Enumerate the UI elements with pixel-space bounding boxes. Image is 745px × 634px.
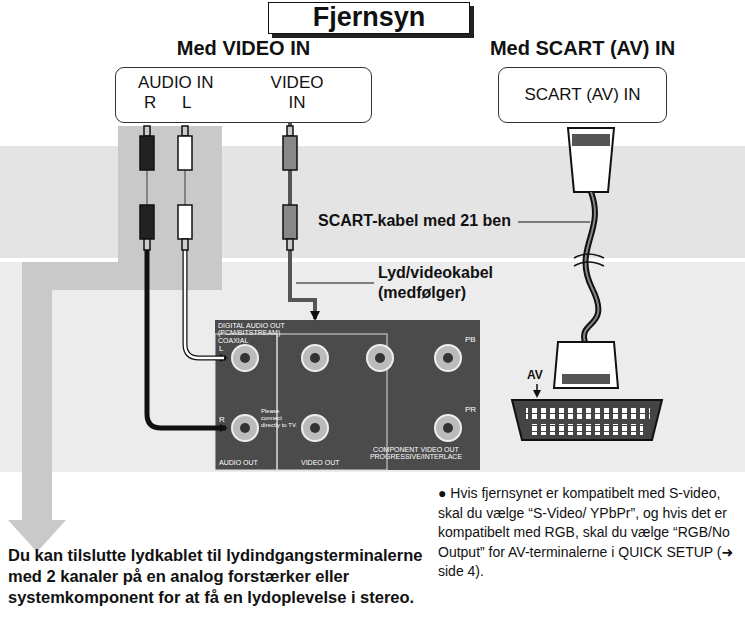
rca-plug — [140, 205, 154, 239]
rca-plug — [140, 136, 154, 170]
scart-cable — [584, 192, 598, 342]
scart-cable — [574, 254, 604, 266]
scart-cable — [536, 384, 538, 396]
scart-cable — [531, 424, 643, 435]
scart-cable — [512, 128, 662, 440]
cable-loop — [147, 170, 185, 205]
jack-core — [310, 353, 320, 363]
jack-core — [443, 423, 453, 433]
title-box: Fjernsyn — [268, 2, 470, 34]
terminal-label: DIGITAL AUDIO OUT (PCM/BITSTREAM) — [218, 322, 290, 336]
section-label: COMPONENT VIDEO OUT PROGRESSIVE/INTERLAC… — [355, 446, 477, 460]
terminal-label: VIDEO IN — [266, 73, 328, 113]
channel-label: PR — [465, 406, 476, 413]
stereo-hint-arrow — [22, 262, 52, 524]
player-rear-panel — [215, 320, 480, 470]
jack-core — [240, 353, 250, 363]
jack — [435, 345, 461, 371]
tv-scart-in-panel: Med SCART (AV) INSCART (AV) IN — [498, 67, 667, 123]
rca-plug — [178, 205, 192, 239]
jack-core — [240, 423, 250, 433]
rca-plug — [144, 126, 150, 136]
channel-label: R — [219, 416, 225, 423]
jack-core — [443, 353, 453, 363]
audio-cable — [147, 250, 226, 428]
rca-plug — [283, 205, 297, 239]
channel-label: L — [219, 345, 223, 352]
jack — [367, 345, 393, 371]
jack-core — [310, 423, 320, 433]
audio-cable — [147, 250, 226, 428]
cable-label: Lyd/videokabel (medfølger) — [378, 263, 510, 303]
terminal-label: COAXIAL — [218, 337, 248, 344]
grey-band — [0, 146, 745, 258]
channel-label: L — [182, 93, 191, 113]
cable-label: SCART-kabel med 21 ben — [318, 212, 511, 230]
player-rear-panel: DIGITAL AUDIO OUT (PCM/BITSTREAM)COAXIAL… — [215, 320, 480, 470]
cable-loop — [146, 170, 147, 205]
terminal-label: AUDIO IN — [138, 73, 214, 93]
jack — [232, 415, 258, 441]
scart-cable — [554, 342, 618, 388]
rca-plug — [287, 126, 293, 136]
section-label: AUDIO OUT — [219, 459, 258, 466]
jack — [232, 345, 461, 441]
rca-plug — [178, 136, 192, 170]
jack — [435, 415, 461, 441]
stereo-hint-arrow — [8, 126, 222, 552]
notice-text: Please connect directly to TV. — [261, 408, 299, 429]
scart-cable — [512, 400, 662, 440]
leader-line — [296, 282, 374, 283]
jack-core — [375, 353, 385, 363]
panel-heading: Med SCART (AV) IN — [490, 37, 675, 60]
cable-loop — [184, 170, 185, 205]
grey-band — [0, 262, 745, 472]
jack-core — [240, 353, 453, 433]
rca-plug — [182, 239, 188, 250]
channel-label: R — [144, 93, 156, 113]
section-label: VIDEO OUT — [301, 459, 340, 466]
player-rear-panel — [215, 334, 277, 470]
stereo-hint-arrow — [118, 126, 222, 290]
tv-video-in-panel: Med VIDEO INAUDIO INRLVIDEO IN — [115, 67, 372, 123]
player-rear-panel — [215, 320, 480, 470]
scart-cable — [562, 374, 610, 384]
rca-plug — [182, 126, 188, 136]
scart-cable — [568, 128, 614, 192]
rca-plug — [144, 239, 150, 250]
leader-line — [518, 221, 590, 222]
rca-plug — [140, 126, 297, 250]
panel-heading: Med VIDEO IN — [177, 37, 310, 60]
connector-label: AV — [527, 368, 543, 382]
scart-cable — [584, 192, 598, 342]
terminal-label: SCART (AV) IN — [499, 85, 666, 105]
rca-plug — [287, 239, 293, 250]
rca-plug — [283, 136, 297, 170]
jack — [302, 345, 328, 371]
channel-label: PB — [465, 336, 476, 343]
jack — [302, 415, 328, 441]
jack — [232, 345, 258, 371]
setup-note: ● Hvis fjernsynet er kompatibelt med S-v… — [438, 484, 738, 582]
stereo-note: Du kan tilslutte lydkablet til lydindgan… — [8, 545, 436, 608]
scart-cable — [526, 407, 650, 420]
scart-cable — [572, 134, 610, 146]
